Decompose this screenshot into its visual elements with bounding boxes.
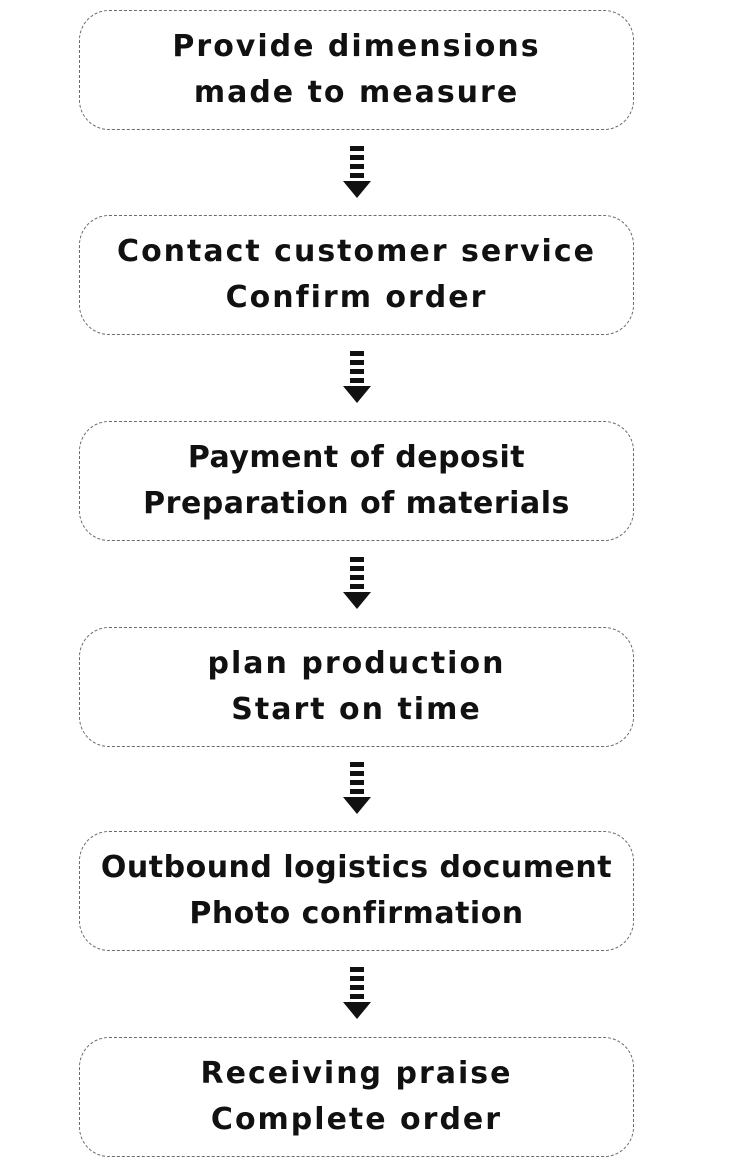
step-2-line-2: Confirm order [225,280,488,315]
step-box-4: plan production Start on time [79,627,634,747]
down-arrow-icon [343,146,371,198]
step-5-line-1: Outbound logistics document [100,850,613,885]
down-arrow-icon [343,967,371,1019]
down-arrow-icon [343,762,371,814]
step-box-5: Outbound logistics document Photo confir… [79,831,634,951]
step-3-line-1: Payment of deposit [187,440,526,475]
step-3-line-2: Preparation of materials [143,486,570,521]
down-arrow-icon [343,351,371,403]
step-box-1: Provide dimensions made to measure [79,10,634,130]
step-6-line-1: Receiving praise [200,1056,513,1091]
step-box-2: Contact customer service Confirm order [79,215,634,335]
step-6-line-2: Complete order [210,1102,503,1137]
down-arrow-icon [343,557,371,609]
step-box-6: Receiving praise Complete order [79,1037,634,1157]
step-2-line-1: Contact customer service [117,234,596,269]
step-5-line-2: Photo confirmation [189,896,524,931]
step-box-3: Payment of deposit Preparation of materi… [79,421,634,541]
step-4-line-2: Start on time [231,692,482,727]
step-4-line-1: plan production [207,646,506,681]
step-1-line-2: made to measure [193,75,520,110]
step-1-line-1: Provide dimensions [172,29,541,64]
